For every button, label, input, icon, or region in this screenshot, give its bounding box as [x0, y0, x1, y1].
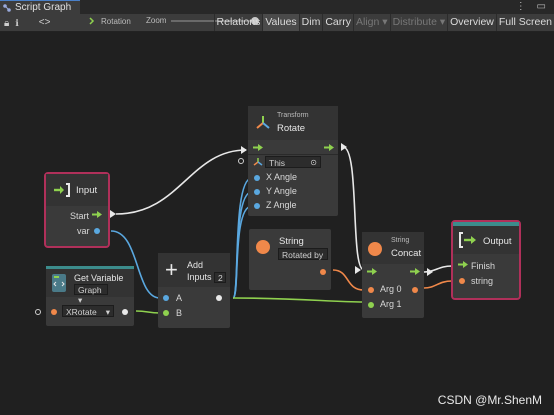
concat-output-port[interactable] [412, 287, 418, 293]
string-connection [332, 269, 365, 291]
tab-title: Script Graph [15, 2, 72, 13]
output-icon [459, 232, 476, 248]
flow-output-icon[interactable] [324, 144, 334, 151]
plus-icon: + [165, 257, 178, 282]
a-port[interactable] [163, 295, 169, 301]
y-angle-port[interactable] [254, 189, 260, 195]
arg1-port[interactable] [368, 302, 374, 308]
relations-button[interactable]: Relations [213, 14, 263, 31]
get-variable-target-port[interactable] [35, 309, 41, 315]
flow-connection [342, 146, 365, 271]
output-title: Output [483, 236, 512, 247]
get-variable-node[interactable]: Get Variable Graph ▾ XRotate ▾ [46, 266, 134, 326]
arg0-label: Arg 0 [380, 284, 402, 294]
rotation-icon [89, 17, 95, 25]
string-concat-node[interactable]: String Concat Arg 0 Arg 1 [362, 232, 424, 318]
arg0-port[interactable] [368, 287, 374, 293]
start-label: Start [70, 211, 90, 221]
input-icon [54, 183, 70, 197]
flow-connection [423, 265, 453, 273]
variable-output-port[interactable] [122, 309, 128, 315]
rotate-target-port[interactable] [238, 158, 244, 164]
x-angle-label: X Angle [266, 172, 298, 182]
rotate-flow-out-arrow[interactable] [341, 143, 347, 151]
concat-flow-out-arrow[interactable] [427, 268, 433, 276]
carry-button[interactable]: Carry [322, 14, 353, 31]
input-title: Input [76, 185, 98, 196]
string-literal-node[interactable]: String Rotated by [249, 229, 331, 290]
flow-input-icon[interactable] [367, 268, 377, 275]
output-node[interactable]: Output Finish string [451, 220, 521, 300]
lock-icon[interactable]: 🔒︎ [4, 17, 10, 29]
rotate-title: Rotate [277, 123, 305, 134]
flow-input-icon[interactable] [458, 261, 468, 268]
string-value-field[interactable]: Rotated by [278, 248, 328, 260]
value-connection [232, 297, 365, 303]
flow-input-icon[interactable] [253, 144, 263, 151]
var-port[interactable] [94, 228, 100, 234]
string-output-port[interactable] [320, 269, 326, 275]
b-port[interactable] [163, 310, 169, 316]
overview-button[interactable]: Overview [447, 14, 496, 31]
zoom-label: Zoom [146, 16, 167, 25]
finish-label: Finish [471, 261, 496, 271]
concat-category: String [391, 237, 410, 244]
fullscreen-button[interactable]: Full Screen [495, 14, 554, 31]
info-icon[interactable]: ℹ [15, 17, 19, 28]
distribute-dropdown[interactable]: Distribute ▾ [389, 14, 448, 31]
rotation-label: Rotation [101, 16, 131, 26]
x-angle-port[interactable] [254, 175, 260, 181]
string-icon [256, 240, 270, 254]
z-angle-label: Z Angle [266, 200, 297, 210]
tab-script-graph[interactable]: Script Graph [0, 0, 80, 14]
code-button[interactable]: <> [38, 17, 51, 28]
tab-menu-icon[interactable]: ⋮ ▭ [515, 1, 550, 12]
align-dropdown[interactable]: Align ▾ [353, 14, 390, 31]
rotation-toggle[interactable]: Rotation [88, 16, 131, 26]
flow-output-icon[interactable] [92, 211, 102, 218]
sum-output-port[interactable] [216, 295, 222, 301]
y-angle-label: Y Angle [266, 186, 297, 196]
toolbar-buttons: Relations Values Dim Carry Align ▾ Distr… [213, 14, 554, 31]
input-node[interactable]: Input Start var [44, 172, 110, 248]
float-connection [232, 205, 253, 299]
variable-kind-dropdown[interactable]: Graph ▾ [74, 284, 108, 305]
transform-port-icon[interactable] [253, 157, 263, 167]
script-graph-icon [3, 3, 11, 12]
concat-flow-in-arrow[interactable] [355, 266, 361, 274]
a-label: A [176, 293, 183, 303]
flow-output-icon[interactable] [410, 268, 420, 275]
watermark: CSDN @Mr.ShenM [437, 393, 542, 407]
start-flow-arrow[interactable] [110, 210, 116, 218]
variable-name-dropdown[interactable]: XRotate ▾ [62, 305, 114, 317]
input-count-field[interactable]: 2 [214, 272, 226, 283]
rotate-flow-in-arrow[interactable] [241, 146, 247, 154]
get-variable-title: Get Variable [74, 273, 124, 283]
z-angle-port[interactable] [254, 203, 260, 209]
rotate-icon [256, 116, 270, 129]
value-connection [135, 310, 161, 314]
string-connection [423, 280, 453, 289]
rotate-category: Transform [277, 112, 309, 119]
dim-button[interactable]: Dim [298, 14, 323, 31]
b-label: B [176, 308, 183, 318]
string-title: String [279, 236, 304, 247]
concat-icon [368, 242, 382, 256]
float-connection [110, 230, 161, 299]
string-input-port[interactable] [459, 278, 465, 284]
transform-rotate-node[interactable]: Transform Rotate This⊙ X Angle Y Angle Z… [248, 106, 338, 216]
variable-icon [52, 274, 66, 292]
flow-connection [115, 149, 247, 215]
concat-title: Concat [391, 248, 422, 259]
variable-name-port[interactable] [51, 309, 57, 315]
var-label: var [77, 226, 90, 236]
string-label: string [471, 276, 494, 286]
this-field[interactable]: This⊙ [265, 156, 321, 168]
values-button[interactable]: Values [262, 14, 299, 31]
arg1-label: Arg 1 [380, 299, 402, 309]
toolbar: 🔒︎ ℹ <> Rotation Zoom 1x Relations Value… [0, 14, 554, 32]
